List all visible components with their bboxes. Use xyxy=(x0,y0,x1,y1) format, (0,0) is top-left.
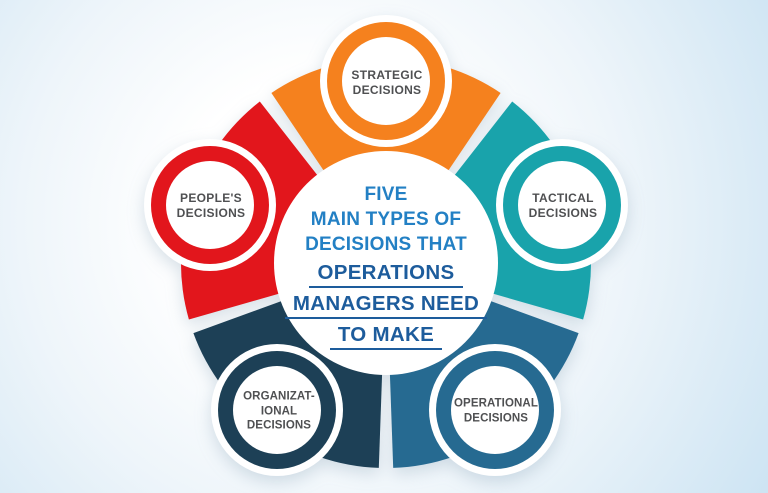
petal-label-line: OPERATIONAL xyxy=(454,397,538,410)
center-title-line: FIVE xyxy=(364,184,408,205)
petal-label-strategic: STRATEGIC DECISIONS xyxy=(335,68,439,98)
petal-label-line: DECISIONS xyxy=(463,412,529,424)
center-title-underlined-line: OPERATIONS xyxy=(309,261,463,288)
petal-label-line: ORGANIZAT- xyxy=(243,390,315,403)
petal-label-organizational: ORGANIZAT- IONAL DECISIONS xyxy=(227,389,331,433)
ring-inner-organizational xyxy=(233,366,321,454)
center-title-regular-block: FIVE MAIN TYPES OF DECISIONS THAT xyxy=(268,182,504,257)
petal-label-line: DECISIONS xyxy=(528,206,598,220)
ring-inner-strategic xyxy=(342,37,430,125)
center-title-underlined-line: MANAGERS NEED xyxy=(284,292,488,319)
petal-label-line: DECISIONS xyxy=(352,83,422,97)
center-title: FIVE MAIN TYPES OF DECISIONS THAT OPERAT… xyxy=(268,182,504,350)
center-title-underlined-line: TO MAKE xyxy=(329,323,443,350)
petal-label-tactical: TACTICAL DECISIONS xyxy=(511,191,615,221)
ring-inner-operational xyxy=(451,366,539,454)
center-title-line: MAIN TYPES OF xyxy=(310,209,462,230)
petal-label-line: DECISIONS xyxy=(176,206,246,220)
petal-label-peoples: PEOPLE'S DECISIONS xyxy=(159,191,263,221)
center-title-bold-block: OPERATIONS MANAGERS NEED TO MAKE xyxy=(268,261,504,350)
petal-label-line: IONAL xyxy=(260,404,298,417)
petal-label-line: STRATEGIC xyxy=(351,68,423,82)
ring-inner-tactical xyxy=(518,161,606,249)
center-title-line: DECISIONS THAT xyxy=(305,234,467,255)
ring-inner-peoples xyxy=(166,161,254,249)
center-circle xyxy=(274,151,498,375)
petal-label-line: TACTICAL xyxy=(532,191,594,205)
petal-label-line: PEOPLE'S xyxy=(180,191,242,205)
petal-label-operational: OPERATIONAL DECISIONS xyxy=(444,397,548,426)
petal-label-line: DECISIONS xyxy=(246,419,312,432)
